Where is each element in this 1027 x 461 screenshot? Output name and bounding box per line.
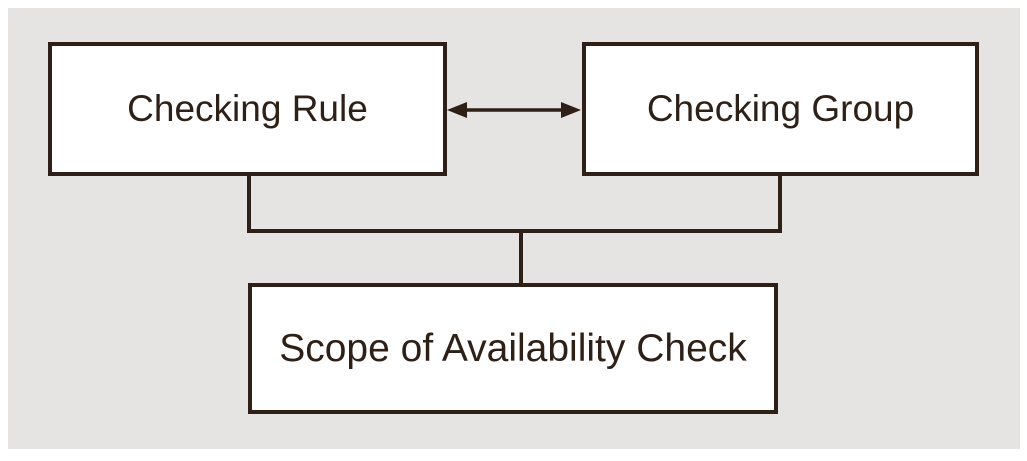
node-checking-group: Checking Group: [582, 42, 979, 176]
node-checking-rule: Checking Rule: [48, 42, 447, 176]
node-scope-label: Scope of Availability Check: [279, 326, 747, 370]
node-checking-group-label: Checking Group: [646, 88, 915, 129]
node-checking-rule-label: Checking Rule: [127, 88, 368, 129]
node-scope-of-availability-check: Scope of Availability Check: [248, 283, 778, 414]
